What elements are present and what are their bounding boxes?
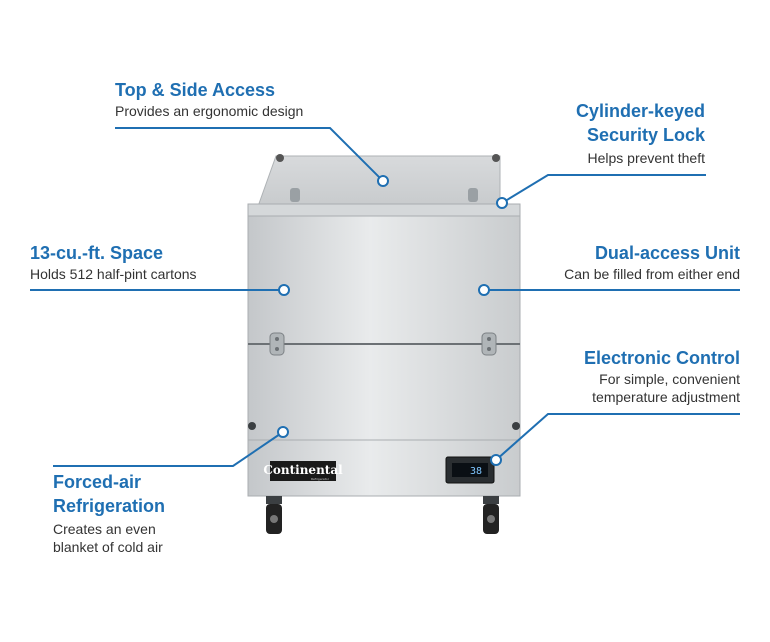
callout-security-lock: Cylinder-keyed Security Lock Helps preve… — [576, 99, 705, 167]
svg-text:Refrigerator: Refrigerator — [311, 477, 330, 481]
callout-title: Electronic Control — [583, 348, 740, 368]
leader-lines — [30, 127, 740, 467]
callout-electronic-control: Electronic Control For simple, convenien… — [584, 346, 740, 406]
callout-title: Cylinder-keyed — [575, 101, 705, 121]
temperature-control-panel[interactable]: 38 — [445, 456, 495, 484]
left-caster — [266, 496, 282, 534]
callout-desc: temperature adjustment — [592, 389, 740, 405]
right-hinge — [481, 332, 497, 356]
callout-space: 13-cu.-ft. Space Holds 512 half-pint car… — [30, 241, 197, 283]
callout-dual-access: Dual-access Unit Can be filled from eith… — [564, 241, 740, 283]
brand-logo: Continental Refrigerator — [263, 461, 343, 481]
callout-desc: Holds 512 half-pint cartons — [30, 266, 197, 282]
top-deck — [247, 203, 521, 217]
callout-desc: Can be filled from either end — [564, 266, 740, 282]
callout-desc: Provides an ergonomic design — [115, 103, 304, 119]
callout-title: Dual-access Unit — [594, 243, 740, 263]
right-bolt — [512, 422, 520, 430]
left-bolt — [248, 422, 256, 430]
svg-text:Continental: Continental — [263, 463, 343, 477]
callout-desc: blanket of cold air — [53, 539, 163, 555]
cabinet-body — [247, 215, 521, 497]
callout-desc: Helps prevent theft — [587, 150, 705, 166]
right-caster — [483, 496, 499, 534]
callout-forced-air: Forced-air Refrigeration Creates an even… — [53, 470, 165, 556]
callout-top-side-access: Top & Side Access Provides an ergonomic … — [115, 78, 303, 120]
callout-title: Refrigeration — [53, 496, 166, 516]
callout-title: Top & Side Access — [115, 80, 276, 100]
callout-title: Forced-air — [53, 472, 142, 492]
callout-desc: For simple, convenient — [599, 371, 740, 387]
svg-text:38: 38 — [470, 466, 482, 477]
callout-dots — [277, 175, 508, 466]
left-hinge — [269, 332, 285, 356]
callout-title: Security Lock — [586, 125, 705, 145]
callout-desc: Creates an even — [53, 521, 156, 537]
callout-title: 13-cu.-ft. Space — [30, 243, 164, 263]
